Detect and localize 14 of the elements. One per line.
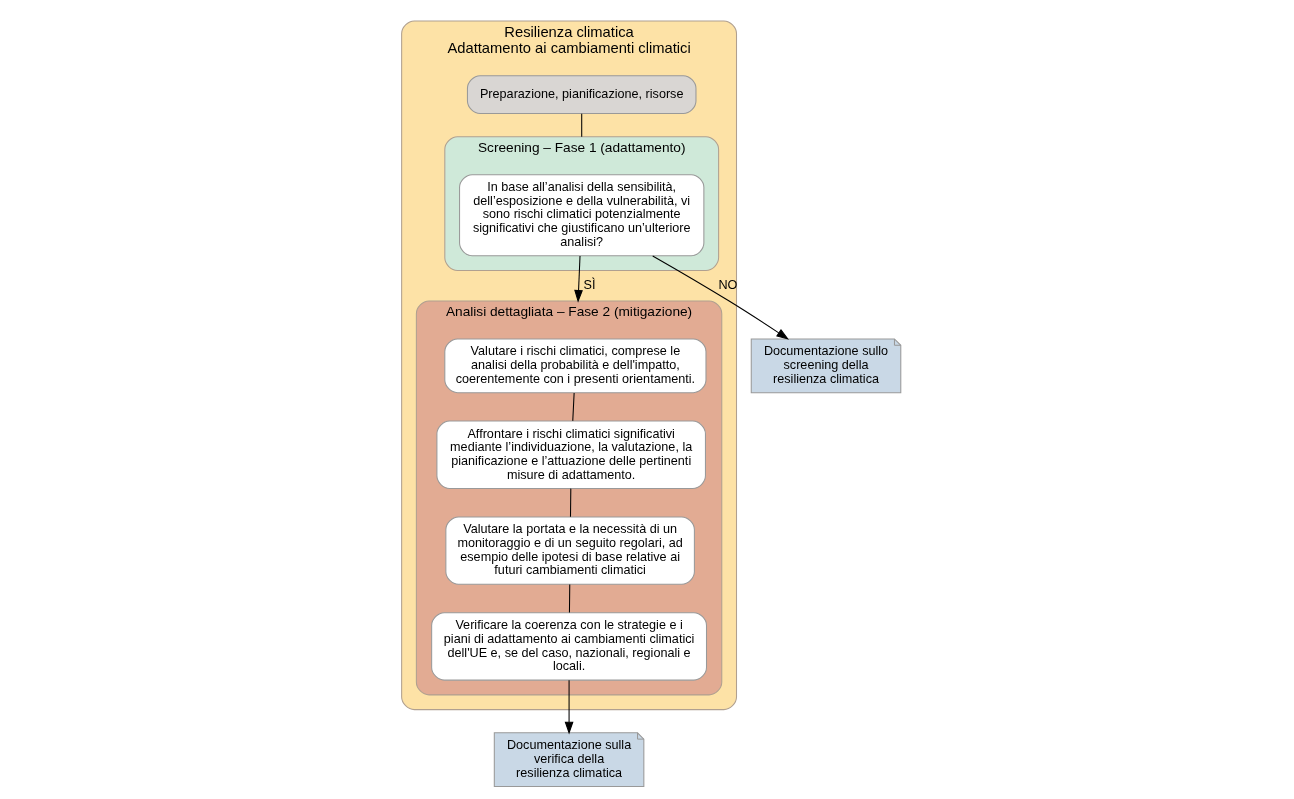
node-box: Valutare i rischi climatici, comprese le analisi della probabilità e dell'impatto, coerentemente con i presenti orientamenti. (444, 338, 707, 394)
node-box: Verificare la coerenza con le strategie e i piani di adattamento ai cambiamenti climatici dell'UE e, se del caso, nazionali, regionali e locali. (431, 612, 708, 681)
arrow (574, 255, 583, 303)
node-box: Valutare la portata e la necessità di un monitoraggio e di un seguito regolari, ad esempio delle ipotesi di base relative ai futuri cambiamenti climatici (445, 516, 695, 585)
connector (581, 113, 583, 138)
connector (569, 488, 572, 518)
connector (568, 583, 571, 613)
node-box: Affrontare i rischi climatici significativi mediante l’individuazione, la valutazione, la pianificazione e l’attuazione delle pertinenti misure di adattamento. (436, 420, 706, 489)
node-box: In base all’analisi della sensibilità, dell’esposizione e della vulnerabilità, vi sono rischi climatici potenzialmente significativi che giustificano un’ulteriore analisi? (459, 174, 705, 257)
edge-label: NO (718, 278, 738, 293)
edge-label: SÌ (583, 278, 596, 293)
connector (572, 392, 575, 422)
node-box: Preparazione, pianificazione, risorse (466, 75, 697, 115)
arrow (564, 679, 574, 735)
